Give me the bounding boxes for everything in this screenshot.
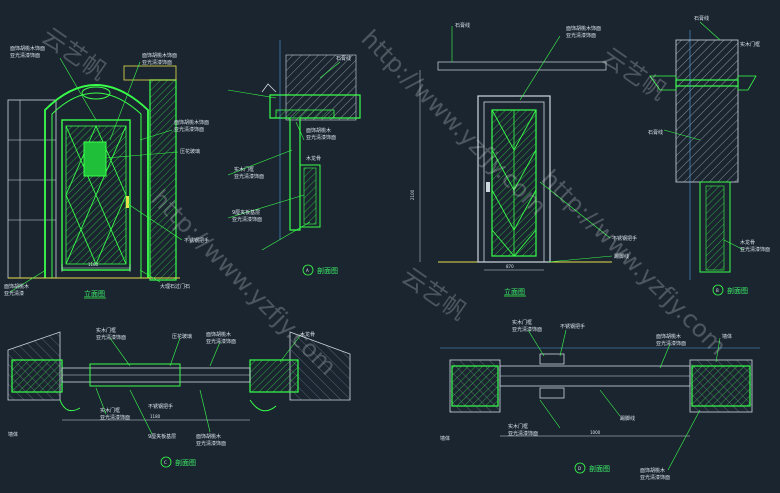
dim-plan-c: 1180	[150, 414, 161, 419]
label-c-t6: 木龙骨	[300, 331, 315, 338]
label-d-b1: 实木门框	[508, 423, 528, 430]
marker-plan-d: D	[578, 466, 581, 471]
label-a-stone-left: 面饰胡桃木	[4, 283, 29, 290]
plan-section-d: 1000 实木门框 亚光清漆饰面 不锈钢把手 面饰胡桃木 亚光清漆饰面 墙体 实…	[440, 319, 760, 481]
label-a-glass: 压花玻璃	[180, 148, 200, 155]
label-a-veneer-right: 面饰胡桃木饰面	[142, 52, 177, 59]
label-a-lacquer-right: 亚光清漆饰面	[142, 59, 172, 66]
label-sb-top2: 实木门框	[740, 41, 760, 48]
watermark-5: http://www.yzfjy.com	[536, 164, 732, 360]
label-b-handle: 不锈钢把手	[612, 235, 637, 242]
label-sa-l4: 亚光清漆饰面	[234, 173, 264, 180]
label-sa-l3: 实木门框	[234, 166, 254, 173]
label-c-b6: 亚光清漆饰面	[196, 440, 226, 447]
title-door-a: 立面图	[84, 289, 105, 298]
marker-section-a: A	[306, 268, 309, 273]
label-d-t3: 不锈钢把手	[560, 323, 585, 330]
label-b-top: 石膏线	[455, 22, 470, 29]
label-sa-l2: 亚光清漆饰面	[306, 134, 336, 141]
title-plan-d: 剖面图	[589, 464, 610, 473]
title-plan-c: 剖面图	[175, 458, 196, 467]
label-sa-l7: 亚光清漆饰面	[232, 216, 262, 223]
section-a: 石膏线 面饰胡桃木 亚光清漆饰面 实木门框 亚光清漆饰面 木龙骨 9厘夹板基层 …	[227, 40, 361, 276]
label-b-skirting: 踢脚线	[614, 253, 629, 260]
marker-plan-c: C	[164, 460, 167, 465]
label-a-veneer-top: 面饰胡桃木饰面	[10, 45, 45, 52]
label-a-handle: 不锈钢把手	[184, 237, 209, 244]
dim-door-a-width: 1180	[88, 262, 99, 267]
title-section-a: 剖面图	[317, 266, 338, 275]
door-elevation-a: 1180 面饰胡桃木饰面 亚光清漆饰面 面饰胡桃木饰面 亚光清漆饰面 面饰胡桃木…	[4, 45, 209, 299]
label-c-b5: 面饰胡桃木	[196, 433, 221, 440]
label-a-stone-left2: 亚光清漆	[4, 290, 24, 297]
label-a-lacquer-top: 亚光清漆饰面	[10, 52, 40, 59]
label-sa-l6: 9厘夹板基层	[232, 209, 260, 216]
label-d-t4: 面饰胡桃木	[656, 333, 681, 340]
label-sa-top: 石膏线	[336, 55, 351, 62]
marker-section-b: B	[716, 288, 719, 293]
label-c-left: 墙体	[8, 431, 18, 438]
section-b: 石膏线 实木门框 石膏线 木龙骨 亚光清漆饰面 B 剖面图	[648, 15, 770, 296]
label-d-t1: 实木门框	[512, 319, 532, 326]
door-elevation-b: 2100 870 石膏线 面饰胡桃木饰面 亚光清漆饰面 不锈钢把手 踢脚线 立面…	[410, 22, 637, 297]
label-c-t5: 亚光清漆饰面	[206, 338, 236, 345]
label-a-marble: 大理石过门石	[160, 283, 190, 290]
label-d-b5: 亚光清漆饰面	[640, 474, 670, 481]
label-c-t4: 面饰胡桃木	[206, 331, 231, 338]
label-d-left: 墙体	[440, 435, 450, 442]
label-a-veneer-arch: 面饰胡桃木饰面	[174, 119, 209, 126]
dim-door-b-width: 870	[506, 264, 514, 269]
label-b-lacquer: 亚光清漆饰面	[566, 32, 596, 39]
label-d-t5: 亚光清漆饰面	[656, 340, 686, 347]
label-c-b2: 亚光清漆饰面	[100, 414, 130, 421]
plan-section-c: 1180 实木门框 亚光清漆饰面 压花玻璃 面饰胡桃木 亚光清漆饰面 木龙骨 实…	[7, 327, 351, 468]
label-sb-l1: 石膏线	[648, 129, 663, 136]
label-c-b3: 不锈钢把手	[148, 403, 173, 410]
label-b-veneer: 面饰胡桃木饰面	[566, 25, 601, 32]
dim-plan-d: 1000	[590, 430, 601, 435]
label-sa-l5: 木龙骨	[306, 155, 321, 162]
label-d-t6: 墙体	[722, 333, 732, 340]
label-c-t3: 压花玻璃	[172, 333, 192, 340]
watermark-4: 云艺帆	[397, 262, 472, 326]
label-d-b4: 面饰胡桃木	[640, 467, 665, 474]
watermark-1: 云艺帆	[37, 22, 112, 86]
label-d-b2: 亚光清漆饰面	[508, 430, 538, 437]
label-c-t2: 亚光清漆饰面	[96, 334, 126, 341]
title-section-b: 剖面图	[727, 286, 748, 295]
label-sb-top1: 石膏线	[694, 15, 709, 22]
watermark-6: 云艺帆	[597, 42, 672, 106]
dim-door-b-height: 2100	[410, 189, 415, 200]
label-d-t2: 亚光清漆饰面	[512, 326, 542, 333]
label-c-t1: 实木门框	[96, 327, 116, 334]
label-sb-l2: 木龙骨	[740, 239, 755, 246]
title-door-b: 立面图	[504, 287, 525, 296]
label-c-b4: 9厘夹板基层	[148, 433, 176, 440]
label-sa-l1: 面饰胡桃木	[306, 127, 331, 134]
label-sb-l3: 亚光清漆饰面	[740, 246, 770, 253]
label-d-b3: 踢脚线	[620, 415, 635, 422]
label-c-b1: 实木门框	[100, 407, 120, 414]
label-a-lacquer-arch: 亚光清漆饰面	[174, 126, 204, 133]
